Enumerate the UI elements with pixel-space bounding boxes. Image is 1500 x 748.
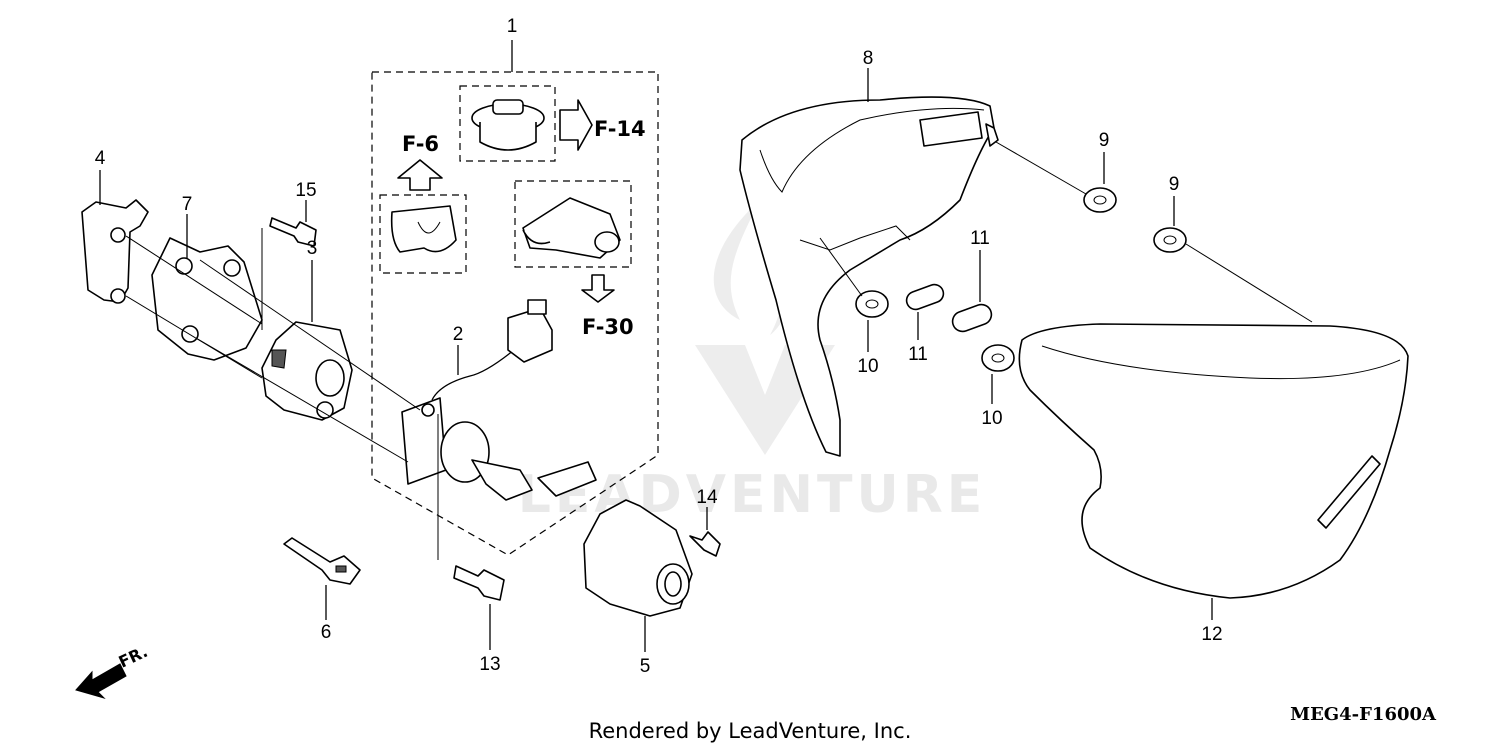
callout-6[interactable]: 6 — [321, 622, 332, 643]
assembly-box — [371, 40, 659, 556]
watermark: LEADVENTURE — [518, 200, 987, 525]
callout-5[interactable]: 5 — [640, 656, 651, 677]
callout-4[interactable]: 4 — [95, 148, 106, 169]
ignition-switch — [401, 299, 597, 501]
callout-9a[interactable]: 9 — [1099, 130, 1110, 151]
ref-f6[interactable]: F-6 — [402, 132, 439, 156]
watermark-flame-logo — [713, 200, 790, 335]
callout-7[interactable]: 7 — [182, 194, 193, 215]
callout-8[interactable]: 8 — [863, 48, 874, 69]
side-cover-12 — [1018, 323, 1409, 620]
plate-7 — [151, 214, 263, 361]
callout-14[interactable]: 14 — [696, 487, 718, 508]
callout-3[interactable]: 3 — [307, 238, 318, 259]
callout-labels: 1 2 3 4 5 6 7 8 9 9 10 10 11 11 12 13 14… — [95, 16, 1223, 677]
grommet-9b — [1153, 196, 1313, 323]
callout-12[interactable]: 12 — [1201, 624, 1222, 645]
clip-f14: F-14 — [459, 85, 646, 162]
ref-f30[interactable]: F-30 — [582, 315, 634, 339]
callout-15[interactable]: 15 — [295, 180, 316, 201]
callout-11b[interactable]: 11 — [970, 228, 990, 249]
cap-f6: F-6 — [379, 132, 467, 274]
grommet-10b — [981, 344, 1015, 404]
grommet-9a — [995, 141, 1117, 213]
rendered-by-footer: Rendered by LeadVenture, Inc. — [589, 719, 912, 743]
screw-14 — [689, 507, 721, 557]
front-arrow-icon — [75, 663, 127, 700]
callout-1[interactable]: 1 — [507, 16, 518, 37]
front-direction-marker: FR. — [75, 642, 151, 700]
callout-10a[interactable]: 10 — [857, 356, 878, 377]
key-6 — [283, 537, 361, 620]
grommet-10a — [819, 237, 889, 352]
bolt-13 — [453, 565, 505, 650]
callout-10b[interactable]: 10 — [981, 408, 1002, 429]
bracket-4 — [81, 170, 149, 304]
callout-11a[interactable]: 11 — [908, 344, 928, 365]
grommet-11b — [951, 250, 993, 333]
holder-3 — [261, 260, 353, 421]
diagram-code: MEG4-F1600A — [1290, 704, 1437, 725]
callout-2[interactable]: 2 — [453, 324, 464, 345]
bolt-15 — [269, 200, 317, 247]
front-marker-label: FR. — [116, 642, 151, 672]
watermark-text: LEADVENTURE — [518, 465, 987, 525]
grommets — [819, 141, 1313, 404]
cover-5 — [583, 499, 693, 652]
grommet-11a — [905, 283, 945, 340]
leader-lines — [125, 228, 439, 560]
plug-f30: F-30 — [514, 180, 634, 339]
callout-13[interactable]: 13 — [479, 654, 500, 675]
side-cover-8 — [739, 68, 999, 457]
ref-f14[interactable]: F-14 — [594, 117, 646, 141]
callout-9b[interactable]: 9 — [1169, 174, 1180, 195]
